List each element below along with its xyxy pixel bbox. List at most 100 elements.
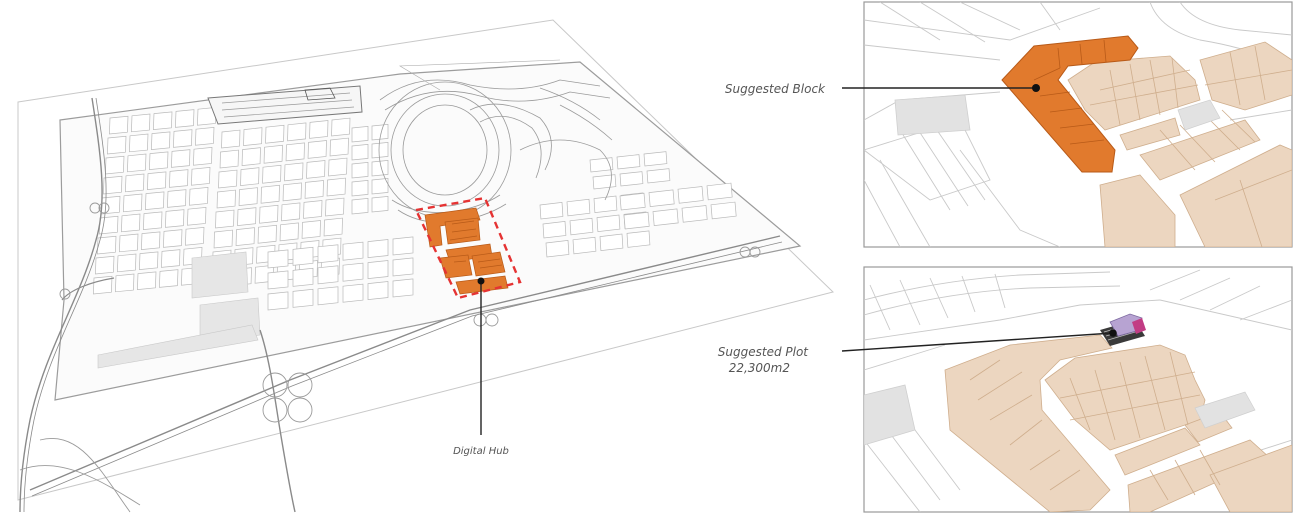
inset-grey-plot-2 [1177,99,1221,131]
urban-block [371,142,389,159]
urban-block [237,207,257,226]
urban-block [569,217,594,236]
urban-block [191,167,211,186]
suggested-plot-marker [1109,329,1117,337]
urban-block [95,255,115,275]
urban-block [646,168,671,184]
urban-block [218,169,238,189]
urban-block [123,193,143,213]
urban-block [303,200,323,219]
inset-beige-plots [1067,41,1292,247]
urban-block [213,229,233,249]
urban-block [101,195,121,215]
urban-block [284,162,304,182]
urban-block [141,231,161,250]
suggested-block-inset [842,1,1293,248]
inset-grey-plot [894,94,971,136]
urban-block [589,157,614,173]
urban-block [195,127,215,146]
suggested-plot-leader-line [841,332,1114,352]
urban-block [129,133,149,153]
inset2-grey-plot [864,384,916,446]
suggested-block-shape [1001,35,1139,173]
urban-block [187,207,207,226]
urban-block [681,205,708,223]
urban-block [371,178,389,195]
urban-block [265,124,285,144]
suggested-plot-label-line2: 22,300m2 [729,361,790,375]
suggested-plot-label-line1: Suggested Plot [718,345,810,359]
urban-block [371,124,389,141]
highways [19,59,783,513]
urban-block [292,267,314,287]
urban-block [592,174,617,190]
suggested-block-label: Suggested Block [725,82,826,96]
urban-block [626,230,651,248]
urban-block [259,204,279,224]
urban-block [326,177,346,197]
urban-block [197,107,217,126]
urban-block [151,131,171,150]
urban-block [710,201,737,220]
urban-block [185,227,205,246]
urban-block [572,236,597,255]
urban-block [221,129,241,149]
urban-block [267,249,289,269]
urban-block [125,173,145,193]
urban-block [643,151,668,167]
urban-block [149,151,169,170]
urban-block [367,260,389,279]
urban-block [301,220,321,239]
urban-block [287,122,307,142]
urban-block [542,221,567,239]
urban-block [159,269,179,288]
urban-block [260,184,280,204]
urban-block [545,240,570,258]
urban-block [317,286,339,306]
urban-block [539,202,564,220]
urban-block [648,189,675,207]
urban-block [652,208,679,226]
urban-block [351,144,369,161]
digital-hub-marker [477,277,485,285]
urban-block [243,127,263,146]
urban-block [309,120,329,139]
urban-block [351,162,369,179]
urban-block [109,115,129,135]
urban-block [235,227,255,246]
urban-block [121,213,141,233]
urban-block [367,239,389,258]
urban-block [292,288,314,308]
urban-block [131,113,151,133]
urban-block [93,275,113,295]
urban-block [167,189,187,208]
urban-block [351,126,369,143]
urban-block [169,169,189,188]
urban-block [161,249,181,268]
urban-block [193,147,213,166]
urban-block [677,186,704,204]
urban-block [599,233,624,251]
masterplan-map: Digital Hub [17,19,834,513]
urban-block [593,195,618,213]
urban-block [171,149,191,168]
urban-block [107,135,127,155]
digital-hub-label: Digital Hub [453,446,509,457]
urban-block [623,211,650,230]
urban-block [153,111,173,130]
urban-block [329,137,349,157]
digital-hub-blocks [424,207,509,295]
urban-block [619,192,646,211]
urban-block [285,142,305,162]
urban-block [279,222,299,242]
inset2-grey-plot-2 [1194,391,1256,429]
urban-block [145,191,165,210]
urban-block [371,160,389,177]
urban-block [241,147,261,166]
urban-block [596,214,621,232]
urban-block [219,149,239,169]
urban-block [282,182,302,202]
urban-block [367,281,389,300]
interchanges [19,202,761,513]
